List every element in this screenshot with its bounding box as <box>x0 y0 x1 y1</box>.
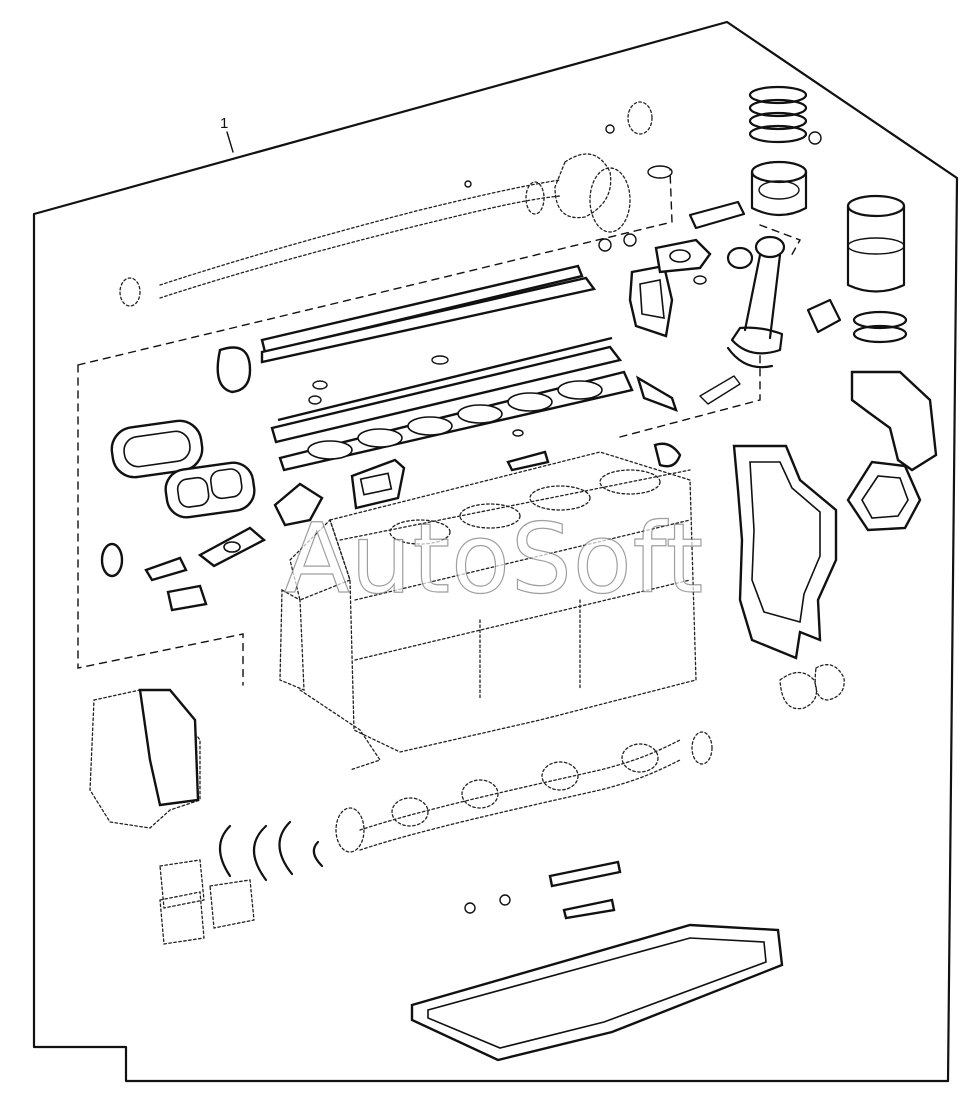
manifold-gaskets-left <box>110 419 256 519</box>
watermark-text: AutoSoft <box>284 503 704 615</box>
small-orings <box>308 275 707 437</box>
head-gasket-upper <box>260 264 597 364</box>
crankshaft <box>335 731 713 853</box>
rocker-gasket-strip <box>119 101 673 307</box>
engine-block <box>279 451 697 771</box>
rear-housing-gasket <box>89 688 201 829</box>
front-cover-gaskets <box>732 370 938 660</box>
dashed-group-boundary <box>77 169 761 686</box>
cylinder-liner <box>806 194 908 344</box>
oil-pan-gasket <box>410 860 784 1062</box>
misc-gaskets-left <box>100 346 682 612</box>
connecting-rod <box>699 235 786 405</box>
piston-assembly <box>688 85 822 270</box>
main-bearings <box>159 664 845 945</box>
head-gasket-main <box>270 336 634 472</box>
callout-label: 1 <box>220 115 228 132</box>
thermostat-housing-gasket <box>628 238 712 338</box>
callout-leader <box>226 131 234 153</box>
kit-boundary <box>32 20 959 1083</box>
